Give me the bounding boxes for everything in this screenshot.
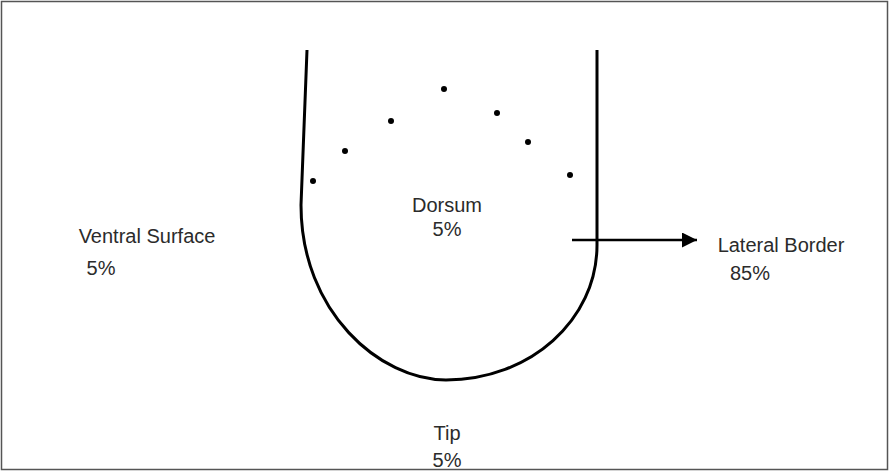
percentage: 5% [87, 257, 116, 279]
region-name: Dorsum [412, 194, 482, 216]
papillae-dots [310, 86, 573, 184]
leader-arrow [572, 239, 697, 242]
region-name: Tip [433, 422, 460, 444]
region-name: Ventral Surface [79, 225, 216, 247]
percentage: 5% [433, 449, 462, 471]
tongue-outline [301, 50, 597, 380]
percentage: 85% [730, 262, 770, 284]
region-name: Lateral Border [718, 234, 845, 256]
percentage: 5% [433, 218, 462, 240]
